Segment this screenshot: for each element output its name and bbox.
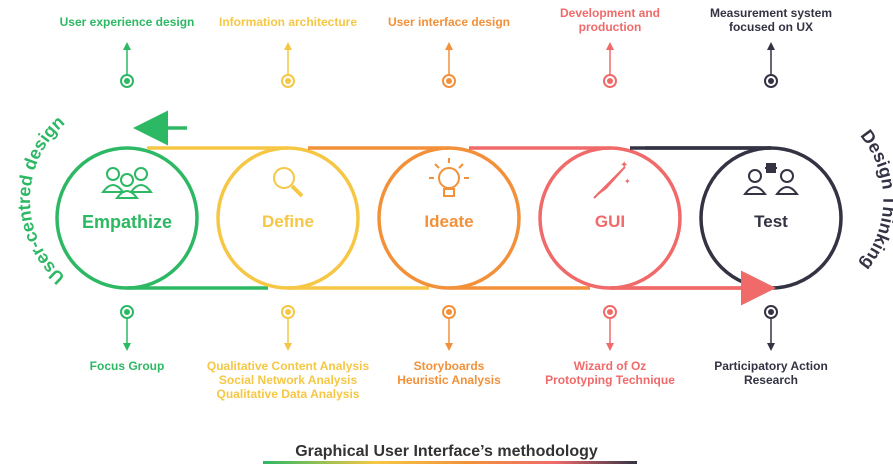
bottom-label-line: Participatory Action: [714, 359, 828, 373]
bottom-label-line: Wizard of Oz: [573, 359, 647, 373]
stage-name-define: Define: [262, 212, 314, 231]
top-connector-dot-core: [607, 78, 613, 84]
top-label-line: Information architecture: [218, 15, 358, 29]
connected-users-icon: [743, 163, 799, 195]
bottom-connector-dot-core: [446, 309, 452, 315]
top-connector-dot-core: [446, 78, 452, 84]
top-connector-dot-core: [124, 78, 130, 84]
top-label-line: Measurement system: [709, 6, 833, 20]
top-connector-arrowhead: [284, 42, 292, 50]
bottom-connector-dot-core: [607, 309, 613, 315]
svg-text:✦: ✦: [624, 177, 631, 186]
magnifying-glass-icon: [273, 167, 304, 198]
top-label-ideate: User interface design: [369, 15, 529, 29]
top-connector-arrowhead: [606, 42, 614, 50]
bottom-connector-arrowhead: [123, 343, 131, 351]
stage-name-test: Test: [754, 212, 788, 231]
bottom-label-line: Research: [743, 373, 799, 387]
stage-name-ideate: Ideate: [424, 212, 474, 231]
light-bulb-icon: [429, 158, 469, 197]
bottom-label-line: Heuristic Analysis: [397, 373, 501, 387]
top-label-line: focused on UX: [728, 20, 813, 34]
top-connector-arrowhead: [767, 42, 775, 50]
stage-name-gui: GUI: [594, 212, 626, 231]
top-connector-arrowhead: [123, 42, 131, 50]
top-connector-dot-core: [285, 78, 291, 84]
top-label-line: production: [578, 20, 642, 34]
bottom-connector-dot-core: [285, 309, 291, 315]
bottom-label-line: Focus Group: [89, 359, 165, 373]
top-label-line: User experience design: [59, 15, 195, 29]
top-label-define: Information architecture: [208, 15, 368, 29]
bottom-label-line: Prototyping Technique: [545, 373, 675, 387]
top-label-line: Development and: [559, 6, 661, 20]
top-label-line: User interface design: [387, 15, 511, 29]
bottom-label-line: Qualitative Content Analysis: [206, 359, 370, 373]
bottom-label-line: Qualitative Data Analysis: [216, 387, 360, 401]
top-label-empathize: User experience design: [47, 15, 207, 29]
bottom-label-line: Social Network Analysis: [218, 373, 358, 387]
bottom-connector-arrowhead: [445, 343, 453, 351]
diagram-title: Graphical User Interface’s methodology: [295, 443, 598, 460]
bottom-connector-arrowhead: [606, 343, 614, 351]
bottom-label-line: Storyboards: [413, 359, 485, 373]
bottom-connector-dot-core: [768, 309, 774, 315]
bottom-connector-arrowhead: [767, 343, 775, 351]
top-connector-dot-core: [768, 78, 774, 84]
bottom-connector-arrowhead: [284, 343, 292, 351]
rocket-icon: ✦✦: [593, 160, 631, 199]
svg-text:✦: ✦: [620, 160, 628, 171]
bottom-label-empathize: Focus Group: [37, 359, 217, 373]
design-thinking-label: Design Thinking: [857, 126, 893, 274]
bottom-connector-dot-core: [124, 309, 130, 315]
title-underline: [263, 461, 637, 464]
stage-name-empathize: Empathize: [81, 212, 173, 232]
top-connector-arrowhead: [445, 42, 453, 50]
people-group-icon: [101, 167, 153, 199]
